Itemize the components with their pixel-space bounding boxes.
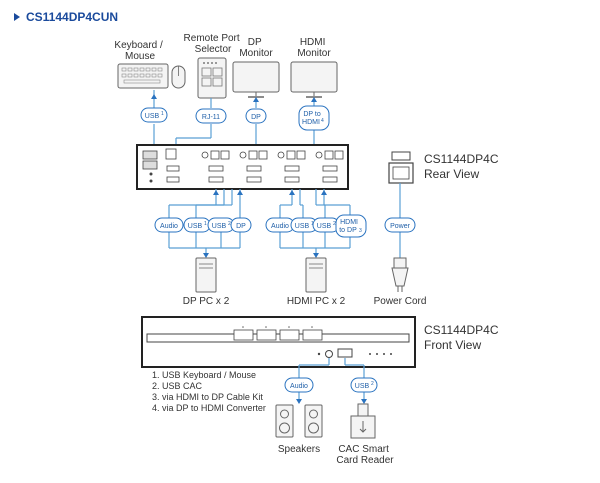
usb1-cable-dp-text: USB [188, 223, 203, 230]
remote-port-selector-label: Remote Port Selector [184, 33, 243, 55]
usb2-cable-hdmi-pill: USB 2 [312, 217, 340, 233]
audio-cable-hdmi-pill: Audio [265, 217, 295, 233]
audio-cable-front-text: Audio [290, 383, 308, 390]
power-socket [388, 151, 414, 184]
usb2-cable-dp-pill: USB 2 [207, 217, 235, 233]
dp-cable-mid-text: DP [236, 223, 246, 230]
front-model-label: CS1144DP4C [424, 323, 499, 337]
dp-monitor-label-line2: Monitor [239, 48, 273, 59]
hdmi-pc-icon [305, 257, 327, 293]
cac-reader-label-line2: Card Reader [336, 455, 394, 466]
rear-model-label: CS1144DP4C [424, 152, 499, 166]
footnote-3: 3. via HDMI to DP Cable Kit [152, 392, 263, 402]
dp-to-hdmi-sup: 4 [321, 118, 324, 124]
power-plug-icon [391, 257, 409, 292]
front-panel [141, 316, 416, 368]
remote-port-selector-label-line2: Selector [195, 44, 232, 55]
hdmi-monitor-label-line2: Monitor [297, 48, 331, 59]
title-arrow-icon [14, 13, 20, 21]
usb-up-arrow-icon [151, 94, 157, 99]
remote-port-selector-label-line1: Remote Port [184, 33, 240, 44]
keyboard-mouse-label-line1: Keyboard / [114, 40, 163, 51]
hdmi-monitor-label-line1: HDMI [300, 37, 326, 48]
power-cord-label: Power Cord [374, 296, 427, 307]
footnote-4: 4. via DP to HDMI Converter [152, 403, 266, 413]
dp-to-hdmi-text-line1: DP to [303, 111, 320, 118]
speakers-icon [275, 404, 323, 438]
usb2-cable-dp-text: USB [212, 223, 227, 230]
usb1-cable-dp-sup: 1 [204, 221, 207, 227]
dp-monitor-label-line1: DP [248, 37, 262, 48]
mid-arrows [203, 190, 327, 258]
dp-to-hdmi-cable-pill: DP to HDMI 4 [298, 105, 330, 131]
mid-cables [168, 183, 401, 258]
hdmi-to-dp-text: HDMI to DP [339, 219, 360, 234]
hdmi-monitor-label: HDMI Monitor [297, 37, 331, 59]
front-view-label: Front View [424, 338, 481, 352]
usb-cable-top-sup: 1 [161, 111, 164, 117]
rear-view-label: Rear View [424, 167, 479, 181]
rear-panel [136, 144, 349, 190]
hdmi-monitor-icon [290, 61, 338, 98]
audio-down-arrow-icon [296, 399, 302, 404]
usb1-cable-dp-pill: USB 1 [183, 217, 211, 233]
speakers-label: Speakers [278, 444, 320, 455]
usb2-cable-hdmi-text: USB [317, 223, 332, 230]
usb-cable-front-sup: 2 [371, 381, 374, 387]
usb-down-arrow-icon [361, 399, 367, 404]
hdmi-to-dp-text-line1: HDMI [340, 219, 358, 226]
hdmi-pc-label: HDMI PC x 2 [287, 296, 346, 307]
front-cables [298, 358, 365, 400]
usb2-cable-dp-sup: 2 [228, 221, 231, 227]
dp-cable-top-text: DP [251, 114, 261, 121]
hdmi-to-dp-text-line2: to DP [339, 227, 357, 234]
remote-port-selector-icon [197, 57, 227, 99]
cac-card-reader-icon [350, 403, 376, 439]
diagram-title: CS1144DP4CUN [26, 10, 118, 24]
rj11-cable-pill: RJ-11 [195, 108, 227, 124]
usb-cable-front-pill: USB 2 [350, 377, 378, 393]
power-cable-text: Power [390, 223, 411, 230]
usb-cable-top-text: USB [145, 113, 160, 120]
footnotes: 1. USB Keyboard / Mouse 2. USB CAC 3. vi… [152, 370, 266, 413]
cac-reader-label-line1: CAC Smart [338, 444, 389, 455]
dp-cable-top-pill: DP [245, 108, 267, 124]
audio-cable-hdmi-text: Audio [271, 223, 289, 230]
usb2-cable-hdmi-sup: 2 [333, 221, 336, 227]
keyboard-mouse-label-line2: Mouse [125, 51, 155, 62]
hdmi-to-dp-sup: 3 [359, 228, 362, 234]
dp-up-arrow-icon [253, 97, 259, 102]
rj11-cable-text: RJ-11 [202, 114, 220, 121]
top-cables [153, 90, 315, 150]
dp-monitor-label: DP Monitor [239, 37, 273, 59]
keyboard-mouse-label: Keyboard / Mouse [114, 40, 165, 62]
dp-to-hdmi-text: DP to HDMI [302, 111, 323, 126]
usb1-cable-hdmi-sup: 1 [311, 221, 314, 227]
dp-pc-label: DP PC x 2 [183, 296, 230, 307]
usb-cable-front-text: USB [355, 383, 370, 390]
hdmi-up-arrow-icon [311, 97, 317, 102]
power-cable-pill: Power [384, 217, 416, 233]
footnote-2: 2. USB CAC [152, 381, 203, 391]
dp-pc-icon [195, 257, 217, 293]
usb-cable-top-pill: USB 1 [140, 107, 168, 123]
usb1-cable-hdmi-text: USB [295, 223, 310, 230]
audio-cable-front-pill: Audio [284, 377, 314, 393]
mouse-icon [171, 65, 186, 89]
audio-cable-dp-pill: Audio [154, 217, 184, 233]
keyboard-icon [117, 63, 169, 89]
dp-cable-mid-pill: DP [230, 217, 252, 233]
audio-cable-dp-text: Audio [160, 223, 178, 230]
hdmi-to-dp-cable-pill: HDMI to DP 3 [335, 214, 367, 238]
dp-to-hdmi-text-line2: HDMI [302, 119, 320, 126]
footnote-1: 1. USB Keyboard / Mouse [152, 370, 256, 380]
dp-monitor-icon [232, 61, 280, 98]
cac-reader-label: CAC Smart Card Reader [336, 444, 394, 466]
